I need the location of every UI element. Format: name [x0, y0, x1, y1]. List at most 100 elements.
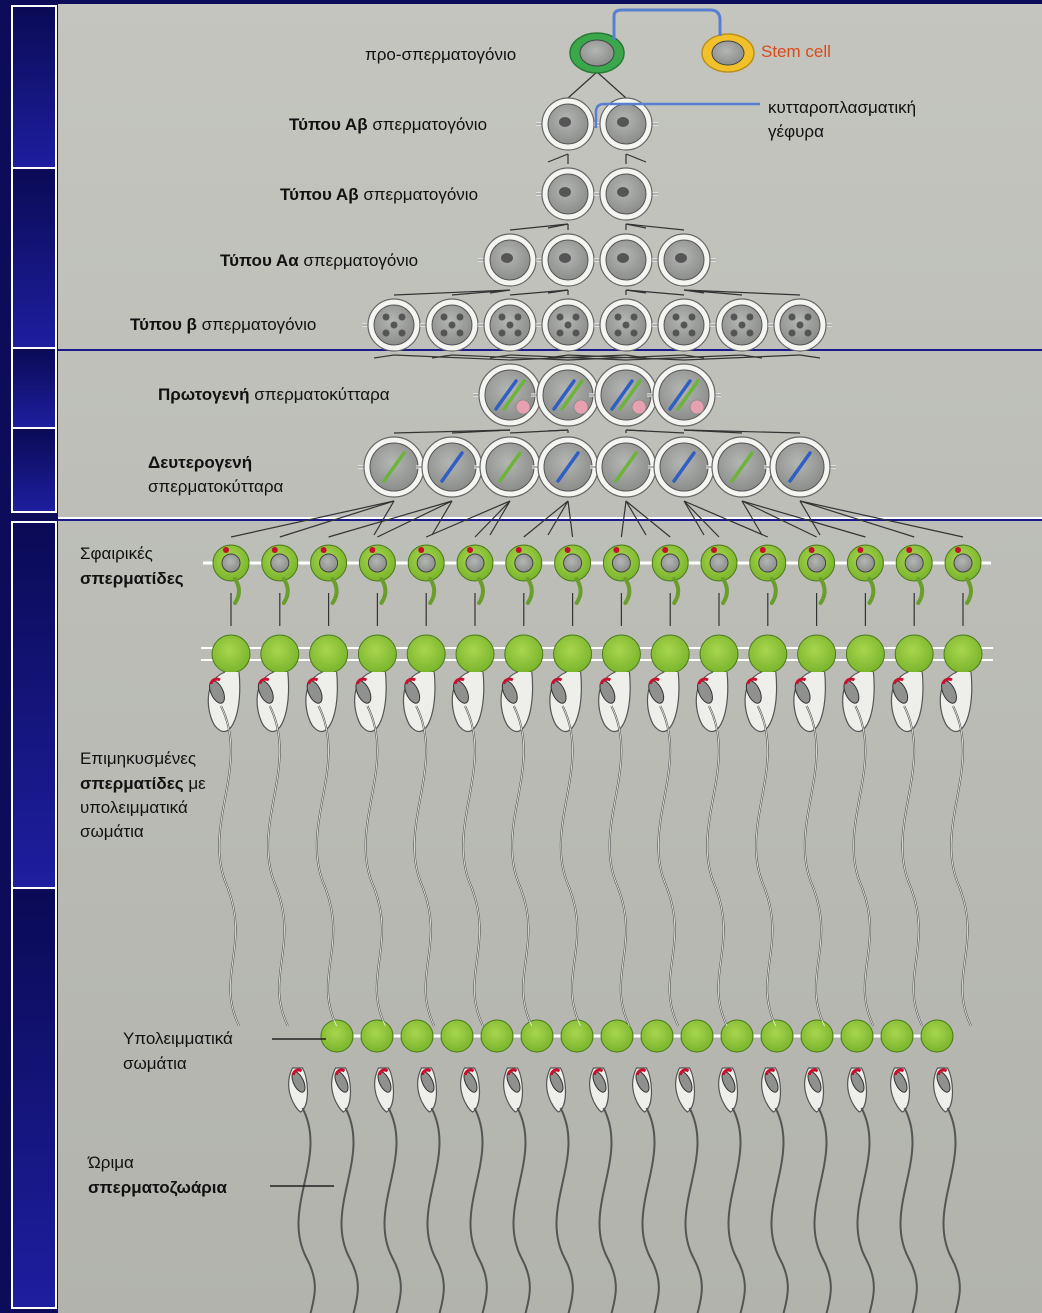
lineage-line: [451, 289, 511, 296]
lineage-line: [683, 500, 769, 538]
acrosome: [550, 1068, 561, 1076]
lineage-line: [489, 429, 511, 432]
spermatid-tail: [462, 705, 484, 1027]
chromosome: [502, 379, 526, 411]
chromatin: [564, 321, 572, 329]
flagellum-bud: [281, 577, 290, 605]
chromosome: [788, 451, 812, 483]
chromosome: [552, 379, 576, 411]
residual-cytoplasm: [406, 634, 446, 674]
flagellum-bud: [330, 577, 339, 605]
nucleolus: [617, 117, 629, 127]
nucleolus: [559, 187, 571, 197]
chromosome: [610, 379, 634, 411]
label-bridge-line2: γέφυρα: [768, 122, 824, 141]
chromatin: [448, 321, 456, 329]
chromosome: [498, 451, 522, 483]
label-stem-cell: Stem cell: [761, 42, 831, 61]
stem-cell-connector: [612, 8, 722, 40]
residual-body: [520, 1019, 554, 1053]
acrosome: [636, 1068, 647, 1076]
chromatin: [390, 321, 398, 329]
lineage-line: [474, 500, 511, 538]
spermatid-tail: [902, 705, 923, 1027]
acrosome: [292, 1068, 303, 1076]
lineage-line: [625, 289, 685, 296]
lineage-line: [547, 429, 569, 432]
residual-cytoplasm: [357, 634, 397, 674]
sex-vesicle: [573, 399, 589, 415]
chromatin: [456, 329, 464, 337]
acrosome: [697, 677, 709, 685]
chromatin: [514, 329, 522, 337]
lineage-line: [625, 500, 647, 536]
lineage-line: [741, 500, 817, 538]
label-type-aa: Τύπου Αα σπερματογόνιο: [220, 251, 418, 270]
spermatozoon-tail: [297, 1107, 316, 1313]
sidebar-box-1: [11, 5, 57, 169]
cell-nucleus: [758, 553, 778, 573]
lineage-line: [230, 500, 395, 538]
acrosome: [564, 547, 571, 553]
cell-nucleus: [416, 553, 436, 573]
label-bridge-line1: κυτταροπλασματική: [768, 98, 916, 117]
label-mature-1: Ώριμα: [87, 1153, 134, 1172]
chromatin: [630, 329, 638, 337]
chromatin: [672, 313, 680, 321]
chromosome: [730, 451, 754, 483]
chromatin: [614, 313, 622, 321]
residual-body: [440, 1019, 474, 1053]
residual-body: [320, 1019, 354, 1053]
nucleolus: [501, 253, 513, 263]
lineage-line: [547, 354, 569, 359]
acrosome: [795, 677, 807, 685]
chromosome: [560, 379, 584, 411]
spermatid-tail: [658, 705, 679, 1027]
lineage-line: [625, 153, 647, 163]
flagellum-bud: [721, 577, 729, 605]
chromatin: [746, 329, 754, 337]
acrosome: [892, 677, 904, 685]
chromatin: [440, 329, 448, 337]
cell-nucleus: [514, 553, 534, 573]
lineage-line: [547, 500, 569, 536]
sidebar-box-3: [11, 347, 57, 429]
lineage-line: [683, 289, 705, 294]
lineage-line: [683, 500, 705, 536]
lineage-line: [489, 500, 511, 536]
cell-nucleus: [611, 553, 631, 573]
acrosome: [746, 677, 758, 685]
residual-body: [560, 1019, 594, 1053]
spermatozoon-tail: [899, 1107, 918, 1313]
acrosome: [894, 1068, 905, 1076]
flagellum-bud: [525, 577, 534, 605]
lineage-line: [567, 71, 598, 99]
spermatid-tail: [316, 705, 337, 1027]
acrosome: [857, 547, 864, 553]
residual-cytoplasm: [309, 634, 349, 674]
chromatin: [556, 313, 564, 321]
residual-body: [600, 1019, 634, 1053]
label-secondary-spermatocytes-2: σπερματοκύτταρα: [148, 477, 284, 496]
spermatid-tail: [950, 705, 972, 1027]
spermatozoon-tail: [598, 1107, 617, 1313]
chromatin: [796, 321, 804, 329]
chromatin: [730, 329, 738, 337]
acrosome: [551, 677, 563, 685]
cell-nucleus: [270, 553, 290, 573]
chromatin: [788, 329, 796, 337]
spermatid-tail: [804, 705, 825, 1027]
residual-cytoplasm: [601, 634, 641, 674]
lineage-line: [625, 354, 743, 361]
acrosome: [335, 1068, 346, 1076]
chromatin: [440, 313, 448, 321]
chromatin: [556, 329, 564, 337]
residual-body: [360, 1019, 394, 1053]
sidebar-box-5: [11, 521, 57, 889]
lineage-lines: [230, 71, 964, 538]
flagellum-bud: [233, 577, 241, 605]
acrosome: [851, 1068, 862, 1076]
acrosome: [843, 677, 856, 685]
spermatozoon-tail: [555, 1107, 574, 1313]
spermatid-tail: [365, 705, 386, 1027]
